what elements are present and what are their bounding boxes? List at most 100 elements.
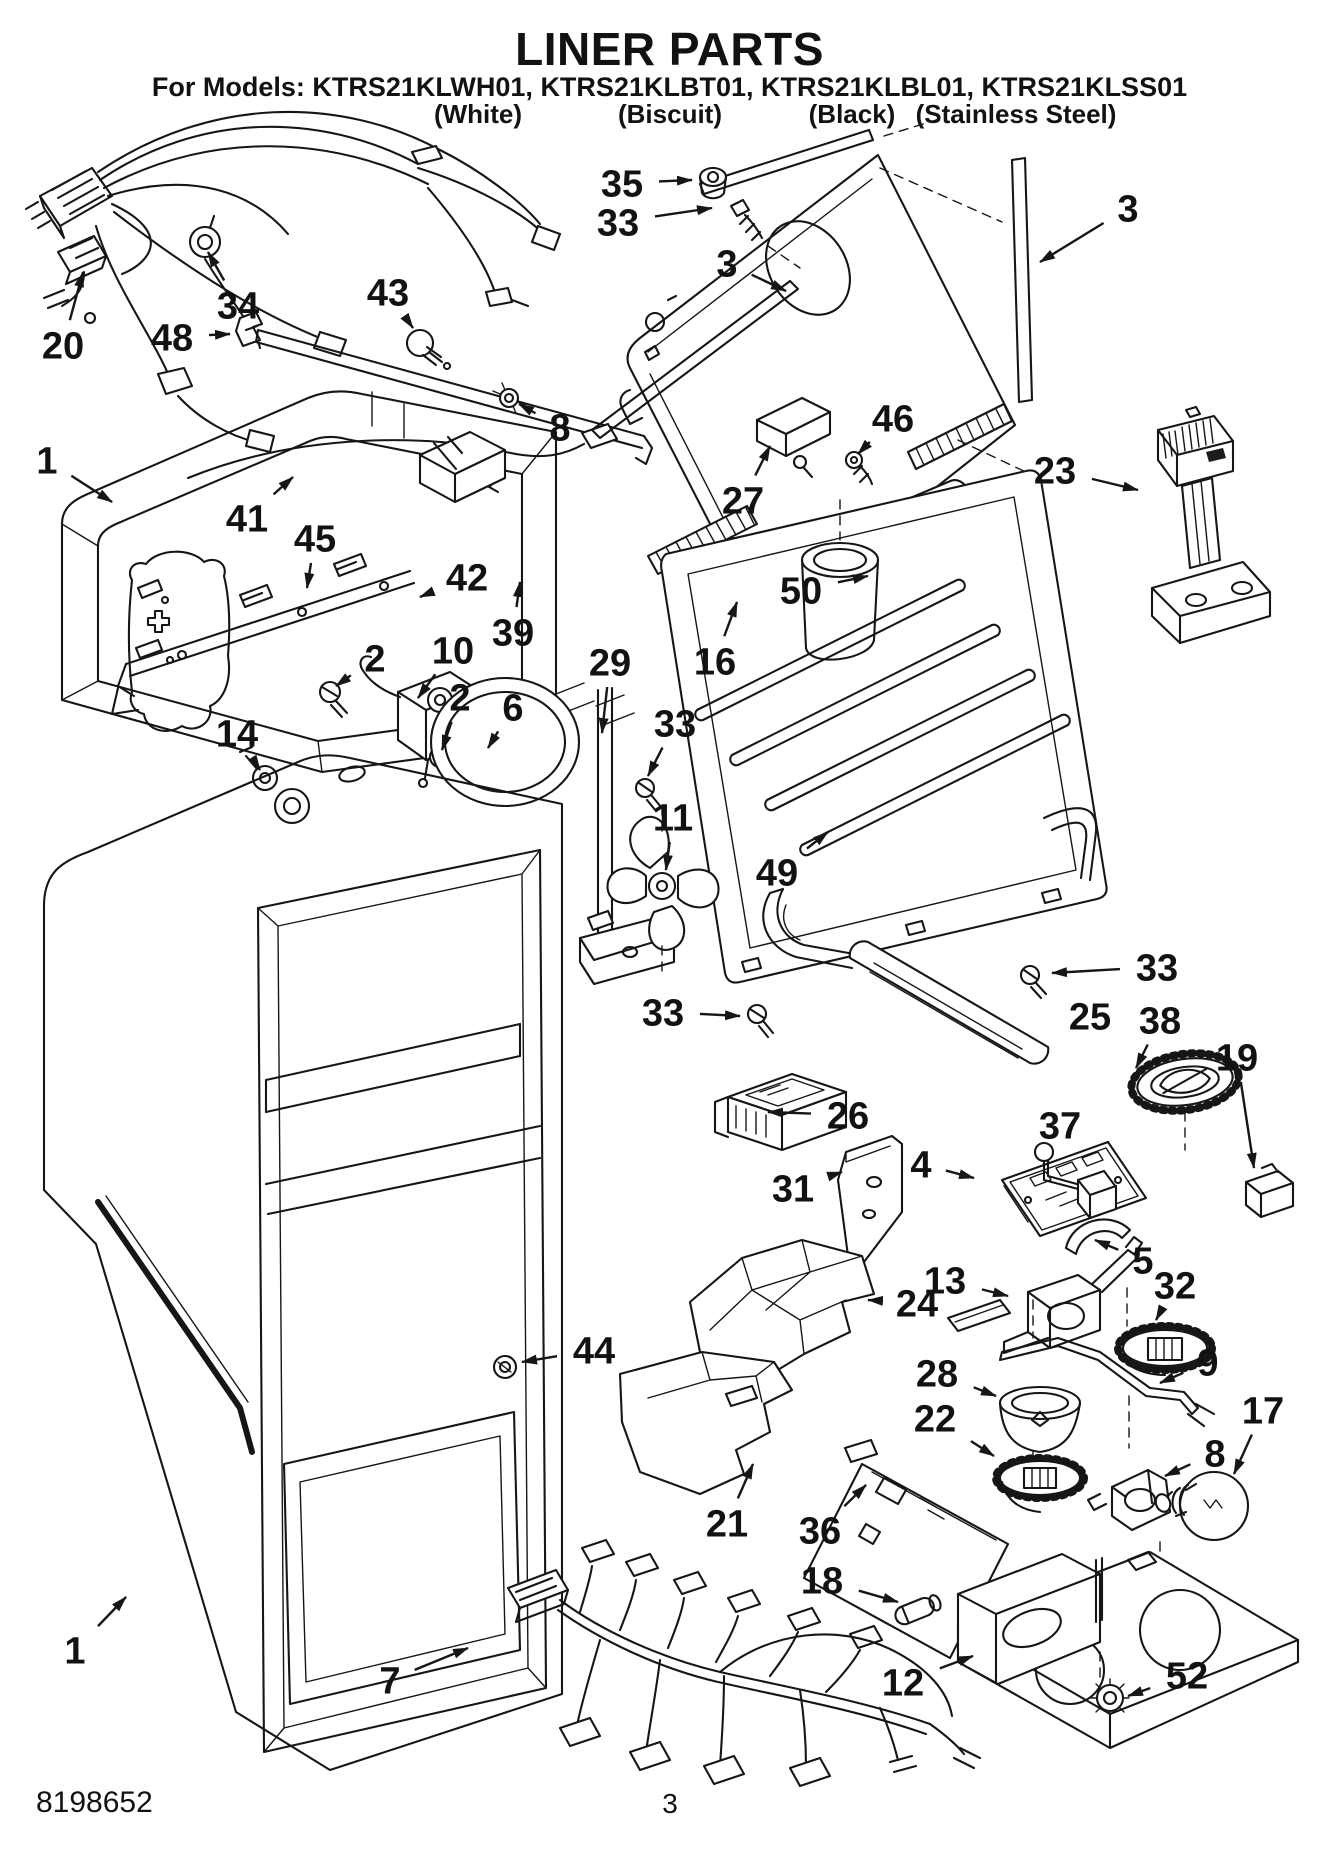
callout-label-35-4: 35	[601, 164, 643, 206]
auger-motor-drawing	[1150, 405, 1272, 645]
callout-arrow-8-45	[1164, 1463, 1191, 1478]
callout-label-9-41: 9	[1197, 1343, 1218, 1385]
callout-label-7-53: 7	[379, 1661, 400, 1703]
callout-label-43-3: 43	[367, 273, 409, 315]
callout-arrow-45-15	[304, 562, 315, 589]
callout-arrow-9-41	[1159, 1371, 1184, 1385]
callout-label-11-26: 11	[653, 798, 693, 840]
callout-arrow-41-14	[272, 476, 294, 496]
callout-arrow-50-11	[837, 574, 869, 584]
lamp-base-drawing	[618, 1238, 1300, 1750]
callout-arrow-42-16	[419, 586, 436, 599]
callout-arrow-10-19	[417, 673, 437, 699]
callout-label-24-38: 24	[896, 1284, 938, 1326]
page-number: 3	[662, 1788, 678, 1819]
callout-label-22-43: 22	[914, 1399, 956, 1441]
callout-label-29-24: 29	[589, 643, 631, 685]
callout-arrow-7-53	[414, 1646, 469, 1671]
callout-label-33-30: 33	[1136, 948, 1178, 990]
callout-label-44-51: 44	[573, 1331, 615, 1373]
callout-label-25-29: 25	[1069, 997, 1111, 1039]
callout-label-12-49: 12	[882, 1663, 924, 1705]
callout-label-48-2: 48	[151, 318, 193, 360]
callout-arrow-32-40	[1154, 1304, 1168, 1321]
callout-arrow-33-5	[654, 205, 713, 218]
callout-label-13-37: 13	[924, 1261, 966, 1303]
callout-label-32-40: 32	[1154, 1266, 1196, 1308]
callout-arrow-4-35	[945, 1169, 975, 1180]
support-rail-drawing	[762, 887, 1050, 1065]
callout-arrow-44-51	[521, 1354, 558, 1365]
callout-arrow-1-52	[97, 1596, 127, 1627]
callout-label-4-35: 4	[910, 1145, 931, 1187]
callout-arrow-24-38	[867, 1295, 884, 1306]
callout-arrow-12-49	[939, 1654, 974, 1670]
callout-label-5-39: 5	[1132, 1241, 1153, 1283]
callout-label-26-33: 26	[827, 1096, 869, 1138]
callout-label-2-21: 2	[449, 678, 470, 720]
callout-arrow-33-30	[1051, 967, 1121, 978]
callout-label-41-14: 41	[226, 499, 268, 541]
callout-label-27-10: 27	[722, 481, 764, 523]
callout-arrow-6-22	[486, 730, 501, 749]
callout-arrow-19-32	[1239, 1081, 1257, 1169]
callout-label-33-25: 33	[654, 704, 696, 746]
callout-arrow-35-4	[658, 175, 693, 186]
callout-arrow-43-3	[400, 312, 414, 329]
callout-label-1-52: 1	[64, 1631, 85, 1673]
callout-arrow-22-43	[970, 1440, 995, 1458]
callout-label-17-44: 17	[1242, 1391, 1284, 1433]
lower-cabinet-drawing	[42, 754, 564, 1772]
duct-strip-drawing	[186, 310, 654, 495]
callout-label-37-34: 37	[1039, 1106, 1081, 1148]
callout-label-33-27: 33	[642, 993, 684, 1035]
callout-label-28-42: 28	[916, 1354, 958, 1396]
callout-label-23-8: 23	[1034, 451, 1076, 493]
callout-label-18-48: 18	[801, 1561, 843, 1603]
callout-label-20-0: 20	[42, 326, 84, 368]
callout-arrow-34-1	[206, 251, 226, 282]
callout-label-31-36: 31	[772, 1169, 814, 1211]
callout-label-33-5: 33	[597, 203, 639, 245]
callout-arrow-3-6	[751, 273, 787, 293]
callout-arrow-1-13	[70, 474, 113, 504]
callout-label-2-20: 2	[364, 639, 385, 681]
callout-label-38-31: 38	[1139, 1001, 1181, 1043]
callout-label-3-6: 3	[716, 244, 737, 286]
callout-arrow-28-42	[973, 1385, 997, 1398]
callout-label-8-45: 8	[1204, 1434, 1225, 1476]
finish-label-white: (White)	[433, 99, 523, 129]
callout-label-21-46: 21	[706, 1504, 748, 1546]
callout-arrow-3-7	[1039, 221, 1105, 264]
callout-arrow-33-25	[646, 747, 664, 777]
callout-label-14-23: 14	[216, 714, 258, 756]
callout-arrow-16-12	[723, 601, 739, 637]
callout-arrow-48-2	[208, 329, 231, 340]
callout-label-50-11: 50	[780, 571, 822, 613]
fan-assembly-drawing	[429, 676, 775, 1039]
callout-arrow-14-23	[247, 754, 262, 771]
finish-label-biscuit: (Biscuit)	[618, 99, 722, 129]
callout-label-49-28: 49	[756, 853, 798, 895]
callout-arrow-39-18	[512, 581, 523, 608]
callout-arrow-21-46	[736, 1463, 755, 1499]
callout-label-19-32: 19	[1216, 1038, 1258, 1080]
callout-arrow-36-47	[843, 1484, 867, 1508]
models-line: For Models: KTRS21KLWH01, KTRS21KLBT01, …	[151, 72, 1188, 102]
callout-label-42-16: 42	[446, 558, 488, 600]
lower-harness-drawing	[506, 1538, 982, 1788]
callout-arrow-11-26	[663, 841, 673, 871]
callout-label-45-15: 45	[294, 519, 336, 561]
callout-arrow-13-37	[981, 1287, 1009, 1298]
tray-drawing	[660, 469, 1108, 984]
finish-label-stainless-steel: (Stainless Steel)	[915, 99, 1117, 129]
callout-arrow-18-48	[858, 1589, 899, 1604]
callout-arrow-20-0	[68, 271, 85, 321]
callout-arrow-27-10	[754, 445, 772, 476]
callout-arrow-46-9	[857, 439, 873, 455]
callout-label-46-9: 46	[872, 399, 914, 441]
callout-label-3-7: 3	[1117, 189, 1138, 231]
callout-label-6-22: 6	[502, 688, 523, 730]
